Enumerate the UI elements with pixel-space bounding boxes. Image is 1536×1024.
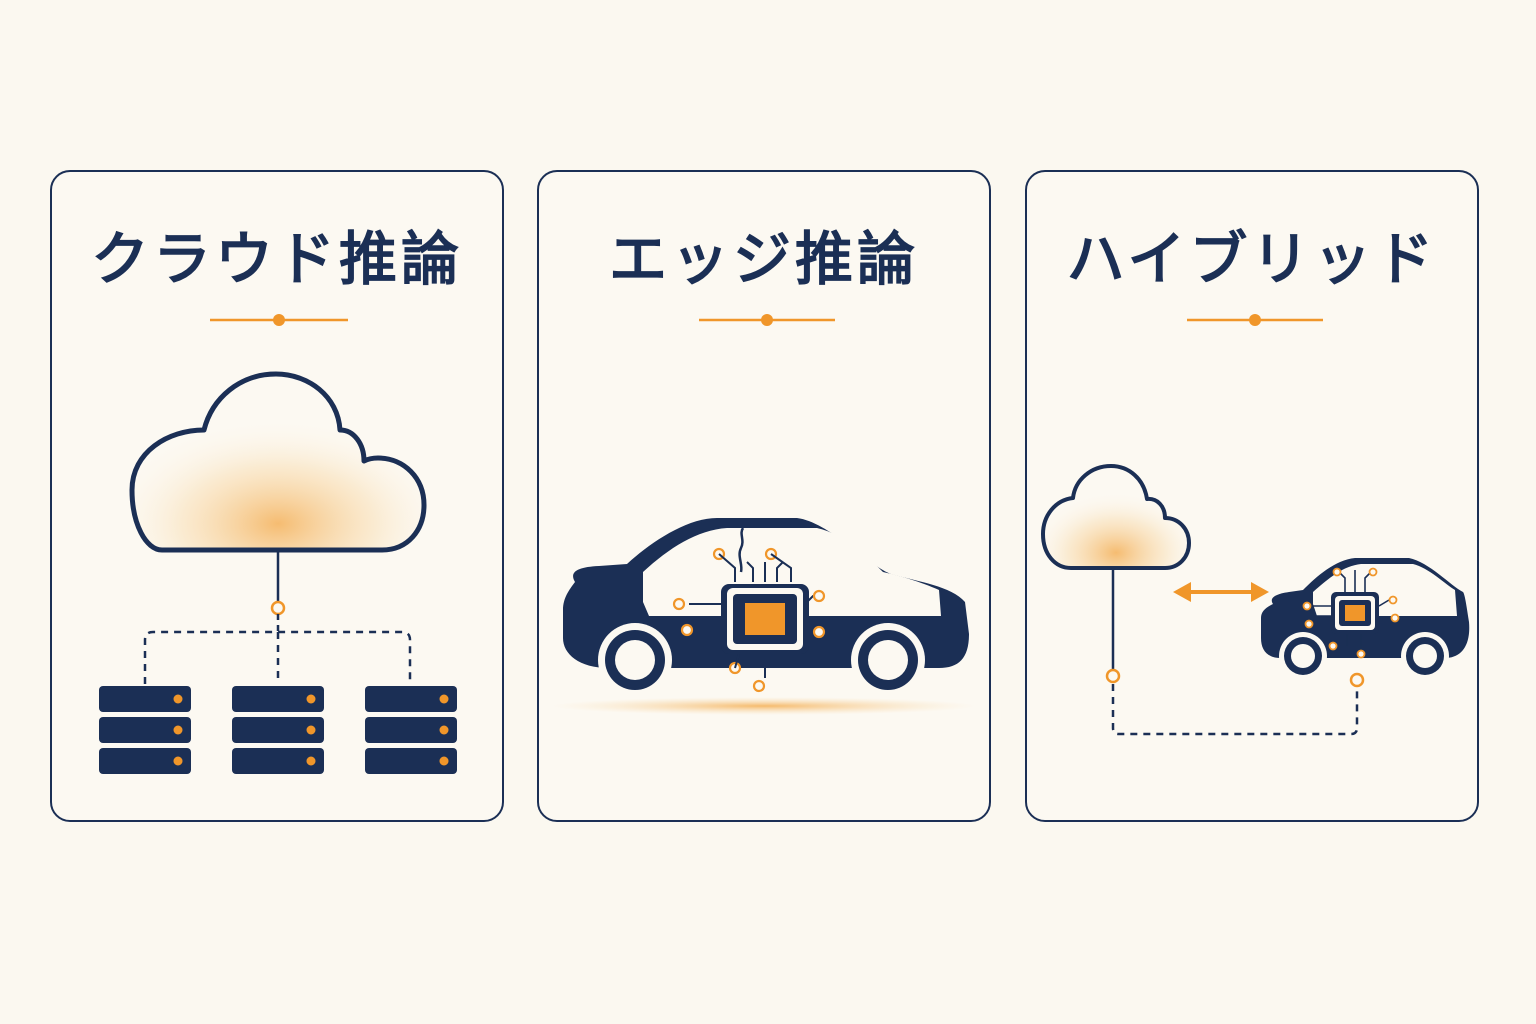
cloud-servers-icon xyxy=(99,371,457,774)
bidirectional-arrow-icon xyxy=(1173,582,1269,602)
panel-edge-inference: エッジ推論 xyxy=(537,170,991,822)
cloud-car-hybrid-icon xyxy=(1041,464,1470,736)
server-stack-icon xyxy=(365,686,457,774)
car-chip-icon xyxy=(552,518,976,715)
title-divider-icon xyxy=(1187,314,1323,326)
chip-icon xyxy=(672,547,826,693)
cloud-icon xyxy=(1041,464,1191,570)
panel-hybrid: ハイブリッド xyxy=(1025,170,1479,822)
server-stack-icon xyxy=(232,686,324,774)
panel-title: クラウド推論 xyxy=(90,225,463,293)
title-divider-icon xyxy=(210,314,348,326)
car-icon xyxy=(1261,558,1470,680)
title-divider-icon xyxy=(699,314,835,326)
panel-cloud-inference: クラウド推論 xyxy=(50,170,504,822)
panel-title: エッジ推論 xyxy=(608,225,919,293)
server-stack-icon xyxy=(99,686,191,774)
cloud-icon xyxy=(129,371,427,553)
chip-icon xyxy=(1302,567,1400,659)
panel-title: ハイブリッド xyxy=(1066,225,1438,293)
